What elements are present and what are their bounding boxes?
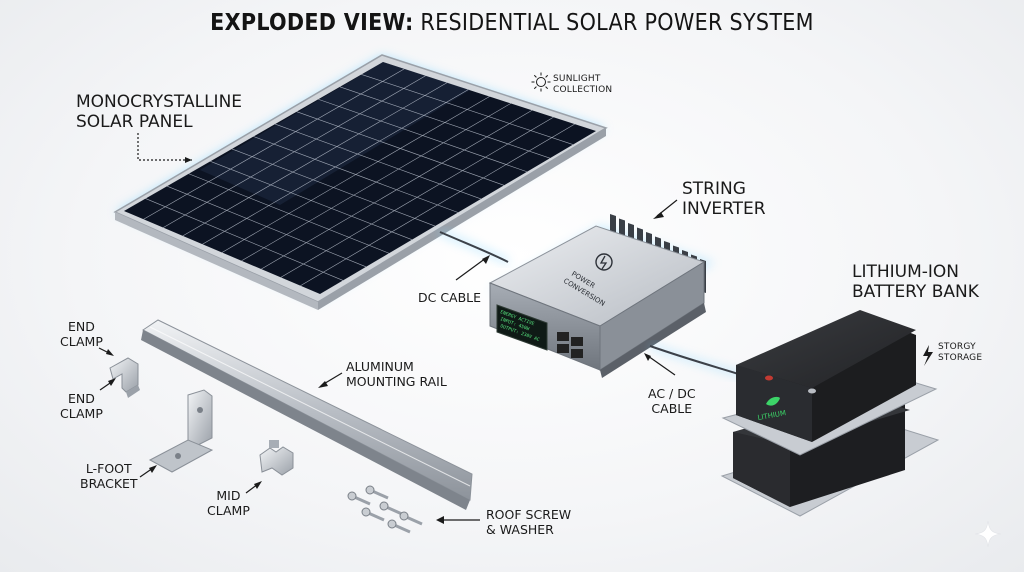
solar-panel (113, 54, 608, 310)
lightning-icon (923, 345, 933, 366)
mounting-rail (141, 319, 473, 510)
label-ac-dc-cable-line2: CABLE (651, 400, 693, 416)
panel-grid-line (182, 82, 448, 237)
label-battery-line1: LITHIUM-ION (852, 262, 960, 282)
label-inverter: STRING INVERTER (682, 179, 766, 219)
mid-clamp (259, 440, 294, 476)
label-storage-line2: STORAGE (938, 352, 983, 363)
screw (361, 507, 385, 522)
label-storage-line1: STORGY (938, 342, 976, 352)
title-bold: EXPLODED VIEW: (210, 10, 414, 36)
screw (347, 491, 371, 506)
label-rail-line2: MOUNTING RAIL (346, 373, 447, 389)
label-end-clamp-top: END CLAMP (60, 319, 103, 350)
leader-lines (98, 133, 678, 524)
panel-grid-line (280, 116, 554, 278)
label-end-clamp-bottom-line2: CLAMP (60, 405, 103, 421)
l-foot-bracket (148, 389, 214, 473)
screw (399, 511, 423, 526)
panel-grid-line (221, 96, 490, 253)
label-roof-screw-line1: ROOF SCREW (486, 507, 572, 522)
screw (379, 501, 403, 516)
label-inverter-line2: INVERTER (682, 199, 766, 220)
label-battery-line2: BATTERY BANK (852, 282, 979, 303)
ac-dc-cable (649, 344, 746, 378)
sun-ray (545, 86, 549, 90)
sun-ray (533, 74, 537, 78)
screw (365, 485, 389, 500)
label-roof-screw: ROOF SCREW & WASHER (486, 507, 572, 538)
sun-icon (531, 72, 551, 92)
panel-grid-line (300, 123, 575, 286)
panel-grid-line (163, 75, 426, 228)
label-storage: STORGY STORAGE (938, 342, 982, 363)
label-sunlight: SUNLIGHT COLLECTION (553, 74, 612, 95)
label-solar-panel-line1: MONOCRYSTALLINE (76, 92, 243, 112)
battery-bank (720, 310, 940, 517)
screw (387, 519, 411, 534)
label-mid-clamp: MID CLAMP (207, 488, 250, 519)
label-rail: ALUMINUM MOUNTING RAIL (346, 359, 447, 390)
label-battery: LITHIUM-ION BATTERY BANK (852, 262, 979, 302)
leaf-icon (766, 396, 780, 406)
sun-ray (533, 86, 537, 90)
label-end-clamp-bottom-line1: END (67, 391, 95, 406)
roof-screws (347, 485, 423, 534)
sun-ray (545, 74, 549, 78)
label-sunlight-line2: COLLECTION (553, 84, 613, 95)
label-inverter-line1: STRING (682, 179, 746, 199)
label-dc-cable: DC CABLE (418, 290, 482, 305)
label-roof-screw-line2: & WASHER (486, 521, 554, 537)
label-end-clamp-top-line1: END (67, 319, 95, 334)
label-lfoot-line2: BRACKET (80, 475, 138, 491)
panel-grid-line (241, 103, 511, 262)
title-rest: RESIDENTIAL SOLAR POWER SYSTEM (413, 10, 814, 36)
label-rail-line1: ALUMINUM (346, 359, 414, 374)
label-solar-panel: MONOCRYSTALLINE SOLAR PANEL (76, 92, 242, 132)
label-mid-clamp-line1: MID (216, 488, 241, 503)
panel-grid-line (143, 68, 405, 220)
label-mid-clamp-line2: CLAMP (207, 502, 250, 518)
string-inverter (488, 214, 715, 378)
page-title: EXPLODED VIEW: RESIDENTIAL SOLAR POWER S… (0, 10, 1024, 36)
label-end-clamp-top-line2: CLAMP (60, 333, 103, 349)
label-ac-dc-cable: AC / DC CABLE (648, 386, 696, 417)
panel-grid-line (261, 110, 533, 270)
dc-cable (439, 230, 509, 264)
sparkle-icon (974, 520, 1002, 548)
label-end-clamp-bottom: END CLAMP (60, 391, 103, 422)
label-lfoot: L-FOOT BRACKET (80, 461, 138, 492)
label-solar-panel-line2: SOLAR PANEL (76, 112, 193, 133)
label-lfoot-line1: L-FOOT (85, 461, 132, 476)
end-clamp (109, 357, 140, 398)
label-ac-dc-cable-line1: AC / DC (648, 386, 696, 401)
label-sunlight-line1: SUNLIGHT (553, 74, 601, 84)
panel-grid-line (202, 89, 469, 245)
